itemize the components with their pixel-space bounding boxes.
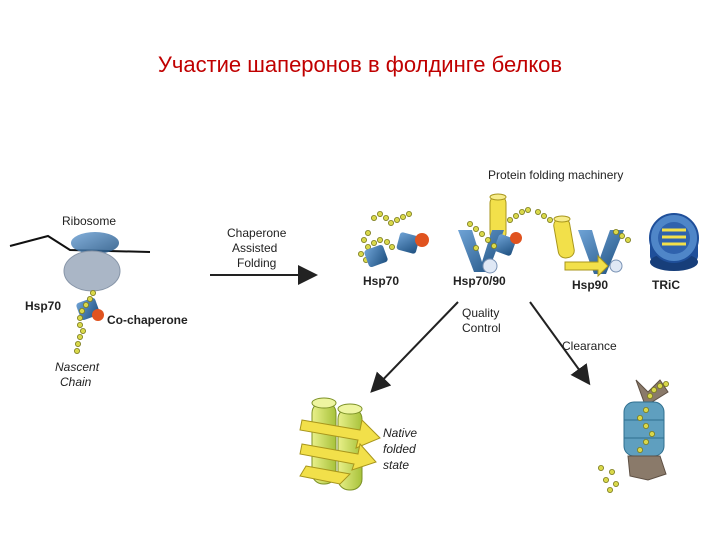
native-folded-protein: Native folded state (299, 397, 417, 491)
quality-label-1: Quality (462, 306, 499, 320)
hsp70-complex: Hsp70 (357, 210, 429, 288)
hsp70-left-label: Hsp70 (25, 299, 61, 313)
tric-label: TRiC (652, 278, 680, 292)
assisted-folding: Chaperone Assisted Folding (210, 226, 318, 285)
nascent-label-2: Chain (60, 375, 92, 389)
nascent-chain-beads (74, 289, 97, 354)
proteasome (598, 379, 670, 493)
hsp7090-label: Hsp70/90 (453, 274, 506, 288)
native-label-2: folded (383, 442, 416, 456)
quality-arrow (370, 301, 459, 393)
clearance-arrow (529, 301, 591, 386)
quality-label-2: Control (462, 321, 501, 335)
assist-label-1: Chaperone (227, 226, 287, 240)
ribosome-complex: Ribosome Hsp70 Co-chaperone Nascent Chai… (9, 214, 188, 389)
machinery-label: Protein folding machinery (488, 168, 623, 182)
ribosome-large-subunit (63, 250, 121, 292)
native-label-3: state (383, 458, 409, 472)
nascent-label-1: Nascent (55, 360, 100, 374)
hsp7090-complex: Hsp70/90 (453, 193, 532, 288)
hsp70-label: Hsp70 (363, 274, 399, 288)
native-label-1: Native (383, 426, 417, 440)
clearance-label: Clearance (562, 339, 617, 353)
ribosome-label: Ribosome (62, 214, 116, 228)
assist-label-2: Assisted (232, 241, 277, 255)
page-title: Участие шаперонов в фолдинге белков (157, 52, 563, 77)
hsp90-complex: Hsp90 (535, 208, 632, 292)
ribosome-small-subunit (71, 232, 119, 254)
branching-arrows: Quality Control Clearance (370, 301, 617, 393)
assist-label-3: Folding (237, 256, 276, 270)
cochaperone-shape (92, 309, 104, 321)
cochaperone-label: Co-chaperone (107, 313, 188, 327)
tric-complex: TRiC (649, 213, 699, 292)
hsp90-label: Hsp90 (572, 278, 608, 292)
